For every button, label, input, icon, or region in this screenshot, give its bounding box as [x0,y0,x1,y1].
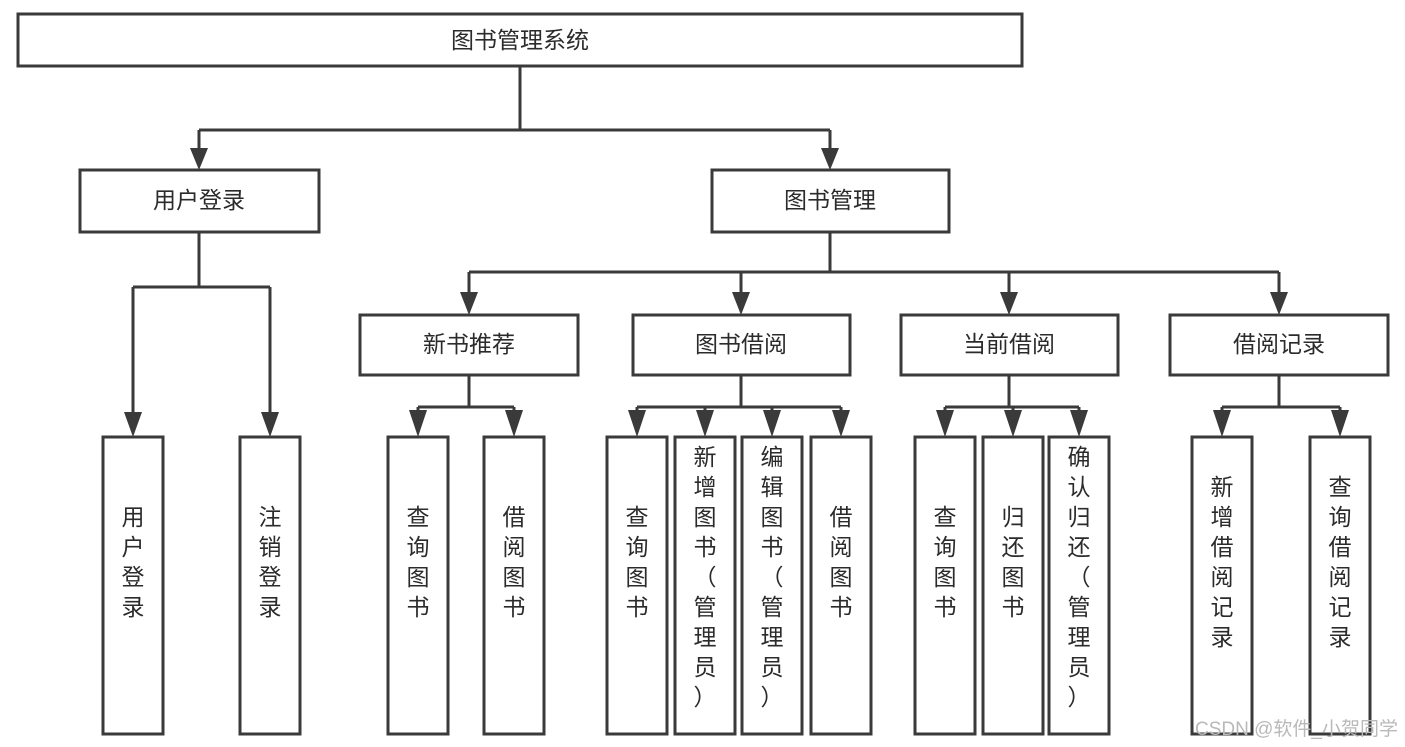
node-leaf-query-book-2[interactable]: 查询图书 [605,435,669,736]
node-book-borrow-box[interactable] [631,313,852,377]
node-leaf-add-book[interactable]: 新增图书（管理员） [673,435,737,736]
node-leaf-logout-login-box[interactable] [238,435,302,736]
node-leaf-logout-login-label: 注销登录 [259,504,282,620]
node-leaf-borrow-book-1-label: 借阅图书 [503,504,526,620]
node-current-borrow[interactable]: 当前借阅 [899,313,1120,377]
node-leaf-logout-login[interactable]: 注销登录 [238,435,302,736]
arrow-head-leaf-borrow-book-2 [832,410,850,437]
arrow-head-leaf-confirm-return [1070,410,1088,437]
node-leaf-borrow-book-2-label: 借阅图书 [830,504,853,620]
node-leaf-edit-book-label: 编辑图书（管理员） [761,444,784,710]
arrow-head-leaf-edit-book [763,410,781,437]
node-leaf-user-login-label: 用户登录 [122,504,145,620]
node-leaf-add-book-label: 新增图书（管理员） [694,444,717,710]
arrow-head-leaf-query-book-1 [409,410,427,437]
arrow-head-leaf-borrow-book-1 [505,410,523,437]
node-borrow-record-label: 借阅记录 [1233,331,1325,357]
node-leaf-add-book-box[interactable] [673,435,737,736]
node-leaf-return-book-label: 归还图书 [1002,504,1025,620]
node-leaf-query-record-label: 查询借阅记录 [1329,474,1352,650]
arrow-head-leaf-query-book-3 [936,410,954,437]
node-leaf-confirm-return-label: 确认归还（管理员） [1068,444,1091,710]
node-leaf-return-book-box[interactable] [981,435,1045,736]
edges-layer [124,66,1349,437]
node-leaf-confirm-return-box[interactable] [1047,435,1111,736]
node-leaf-borrow-book-2[interactable]: 借阅图书 [809,435,873,736]
arrow-head-leaf-add-book [696,410,714,437]
arrow-head-user-login [190,148,208,170]
node-leaf-query-book-1[interactable]: 查询图书 [386,435,450,736]
node-new-book-recommend[interactable]: 新书推荐 [358,313,580,377]
node-current-borrow-label: 当前借阅 [963,331,1055,357]
node-borrow-record[interactable]: 借阅记录 [1168,313,1390,377]
node-book-management-box[interactable] [710,168,951,234]
arrow-head-leaf-logout-login [261,412,279,437]
node-leaf-query-book-3[interactable]: 查询图书 [913,435,977,736]
node-leaf-query-record[interactable]: 查询借阅记录 [1308,435,1372,736]
node-leaf-borrow-book-2-box[interactable] [809,435,873,736]
csdn-watermark: CSDN @软件_小贺同学 [1195,718,1398,740]
node-leaf-add-record-label: 新增借阅记录 [1211,474,1234,650]
node-leaf-borrow-book-1-box[interactable] [482,435,546,736]
node-root-box[interactable] [16,12,1024,68]
node-leaf-return-book[interactable]: 归还图书 [981,435,1045,736]
node-leaf-query-record-box[interactable] [1308,435,1372,736]
node-current-borrow-box[interactable] [899,313,1120,377]
node-new-book-recommend-label: 新书推荐 [423,331,515,357]
node-leaf-user-login[interactable]: 用户登录 [101,435,165,736]
node-new-book-recommend-box[interactable] [358,313,580,377]
arrow-head-new-book-recommend [460,292,478,315]
arrow-head-leaf-return-book [1004,410,1022,437]
arrow-head-leaf-user-login [124,412,142,437]
node-leaf-confirm-return[interactable]: 确认归还（管理员） [1047,435,1111,736]
node-book-borrow-label: 图书借阅 [695,331,787,357]
node-borrow-record-box[interactable] [1168,313,1390,377]
node-leaf-query-book-2-box[interactable] [605,435,669,736]
node-leaf-add-record-box[interactable] [1190,435,1254,736]
node-leaf-query-book-3-label: 查询图书 [934,504,957,620]
arrow-head-leaf-add-record [1213,410,1231,437]
node-book-management-label: 图书管理 [784,187,876,213]
node-root[interactable]: 图书管理系统 [16,12,1024,68]
arrow-head-current-borrow [1000,292,1018,315]
node-leaf-edit-book-box[interactable] [740,435,804,736]
arrow-head-book-management [821,148,839,170]
node-leaf-query-book-1-label: 查询图书 [407,504,430,620]
node-user-login-box[interactable] [78,168,321,234]
node-user-login-label: 用户登录 [153,187,245,213]
node-book-borrow[interactable]: 图书借阅 [631,313,852,377]
node-leaf-query-book-3-box[interactable] [913,435,977,736]
node-leaf-borrow-book-1[interactable]: 借阅图书 [482,435,546,736]
node-leaf-query-book-2-label: 查询图书 [626,504,649,620]
arrow-head-book-borrow [732,292,750,315]
node-leaf-edit-book[interactable]: 编辑图书（管理员） [740,435,804,736]
node-user-login[interactable]: 用户登录 [78,168,321,234]
arrow-head-borrow-record [1270,292,1288,315]
arrow-head-leaf-query-book-2 [628,410,646,437]
node-leaf-user-login-box[interactable] [101,435,165,736]
node-root-label: 图书管理系统 [451,27,589,53]
arrow-head-leaf-query-record [1331,410,1349,437]
node-book-management[interactable]: 图书管理 [710,168,951,234]
node-leaf-query-book-1-box[interactable] [386,435,450,736]
node-leaf-add-record[interactable]: 新增借阅记录 [1190,435,1254,736]
